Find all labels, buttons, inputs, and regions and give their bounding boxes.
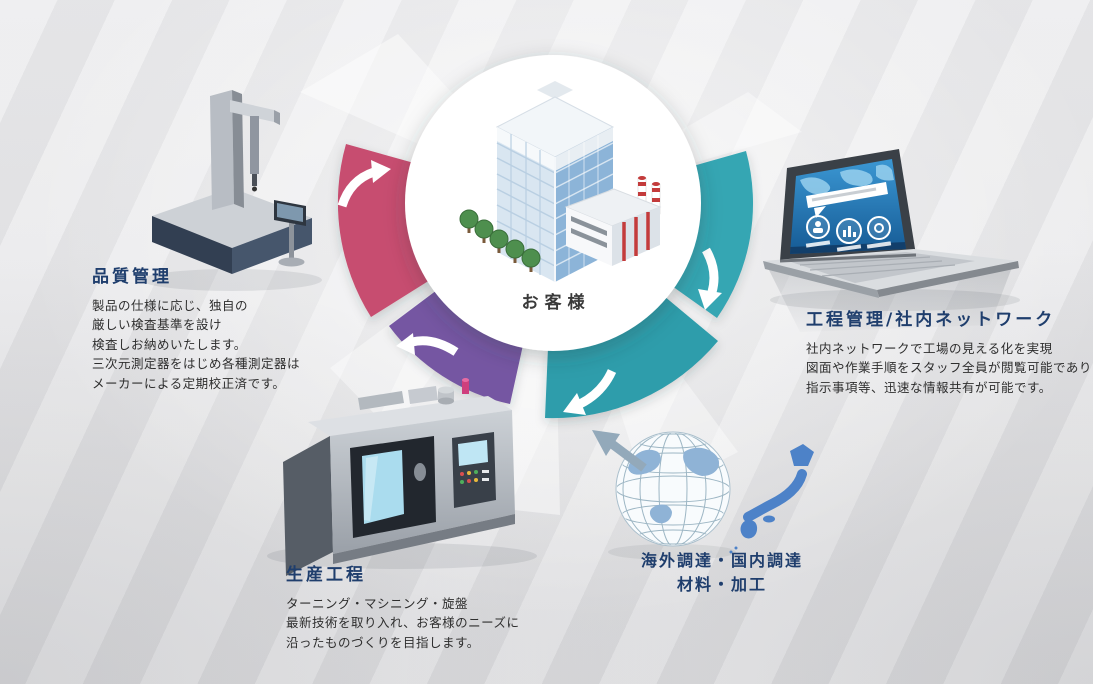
flow-arrow-up-left: [337, 160, 391, 208]
cnc-control-panel: [452, 432, 496, 508]
flow-arrow-down-left: [563, 369, 617, 415]
flow-arrow-down-right: [698, 247, 722, 310]
office-building-illustration: [459, 81, 662, 282]
factory-annex: [564, 176, 662, 266]
export-arrow-icon: [592, 430, 647, 472]
text-line: 厳しい検査基準を設け: [92, 317, 223, 333]
quality-description: 製品の仕様に応じ、独自の 厳しい検査基準を設け 検査しお納めいたします。 三次元…: [92, 296, 300, 393]
network-description: 社内ネットワークで工場の見える化を実現 図面や作業手順をスタッフ全員が閲覧可能で…: [806, 339, 1092, 397]
section-quality: 品質管理 製品の仕様に応じ、独自の 厳しい検査基準を設け 検査しお納めいたします…: [92, 262, 300, 393]
cmm-monitor: [274, 200, 306, 267]
text-line: 製品の仕様に応じ、独自の: [92, 298, 249, 313]
procurement-title-line1: 海外調達・国内調達: [640, 551, 803, 570]
text-line: 最新技術を取り入れ、お客様のニーズに: [286, 615, 520, 631]
production-description: ターニング・マシニング・旋盤 最新技術を取り入れ、お客様のニーズに 沿ったものづ…: [286, 594, 520, 652]
laptop-illustration: [763, 149, 1020, 332]
network-title: 工程管理/社内ネットワーク: [806, 310, 1056, 330]
procurement-title-line2: 材料・加工: [676, 575, 767, 594]
quality-title: 品質管理: [92, 267, 172, 287]
section-procurement: 海外調達・国内調達 材料・加工: [607, 549, 837, 597]
text-line: メーカーによる定期校正済です。: [92, 375, 286, 391]
section-network: 工程管理/社内ネットワーク 社内ネットワークで工場の見える化を実現 図面や作業手…: [806, 305, 1092, 397]
arc-procurement: [545, 296, 718, 419]
globe-continents: [628, 447, 720, 524]
japan-map-illustration: [729, 444, 814, 554]
production-title: 生産工程: [286, 565, 366, 585]
text-line: 図面や作業手順をスタッフ全員が閲覧可能であり: [806, 360, 1092, 376]
customer-label: お客様: [521, 293, 591, 313]
text-line: 指示事項等、迅速な情報共有が可能です。: [806, 379, 1052, 395]
section-production: 生産工程 ターニング・マシニング・旋盤 最新技術を取り入れ、お客様のニーズに 沿…: [286, 560, 520, 652]
laptop-screen-content: [790, 164, 906, 254]
flow-arrows: [337, 160, 722, 415]
globe-illustration: [592, 430, 736, 560]
text-line: 三次元測定器をはじめ各種測定器は: [92, 356, 301, 372]
text-line: 社内ネットワークで工場の見える化を実現: [806, 341, 1053, 356]
text-line: 検査しお納めいたします。: [92, 336, 247, 352]
machine-beacon: [462, 378, 469, 394]
tree-icons: [459, 209, 541, 272]
cnc-machine-illustration: [267, 378, 537, 576]
arc-network: [672, 151, 754, 318]
cmm-machine-illustration: [142, 90, 322, 291]
text-line: 沿ったものづくりを目指します。: [286, 634, 480, 650]
flow-arrow-left: [396, 333, 459, 356]
text-line: ターニング・マシニング・旋盤: [286, 596, 469, 611]
